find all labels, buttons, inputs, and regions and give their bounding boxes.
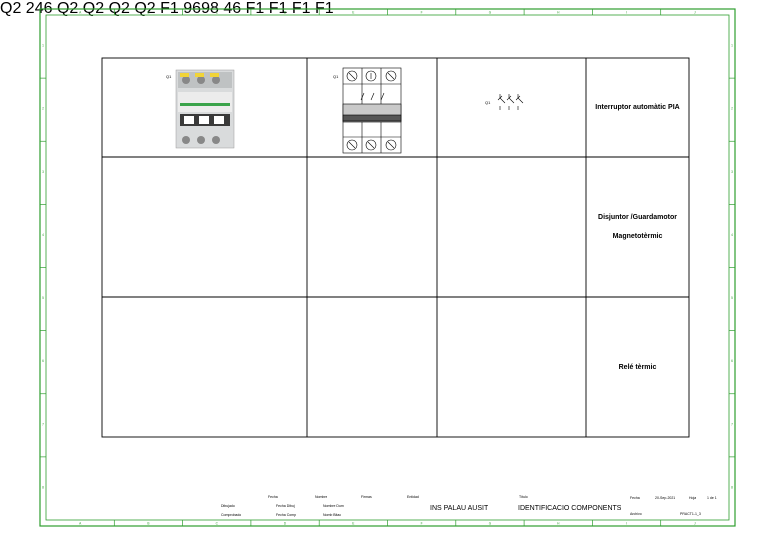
tb-header-fecha: Fecha bbox=[268, 495, 278, 499]
row1-name-cell: Interruptor automàtic PIA bbox=[586, 58, 689, 157]
zone-row-label: 5 bbox=[42, 296, 44, 300]
row1-name: Interruptor automàtic PIA bbox=[595, 104, 680, 111]
zone-row-label: 4 bbox=[731, 233, 733, 237]
zone-row-label: 3 bbox=[731, 170, 733, 174]
zone-row-label: 7 bbox=[42, 422, 44, 426]
tb-entidad: INS PALAU AUSIT bbox=[430, 505, 489, 512]
tb-archivo: PRACT1-1_3 bbox=[680, 512, 701, 516]
component-table bbox=[101, 57, 690, 438]
row2-name-line1: Disjuntor /Guardamotor bbox=[598, 214, 677, 221]
tb-header-nombre: Nombre bbox=[315, 495, 328, 499]
motor-breaker-photo-tag: Q2 bbox=[0, 0, 22, 17]
row3-name: Relé tèrmic bbox=[618, 363, 657, 371]
zone-column-label: G bbox=[489, 11, 492, 15]
zone-column-label: F bbox=[421, 522, 423, 526]
thermal-relay-symbol: F1 F1 F1 bbox=[268, 0, 334, 17]
tb-comprobado-label: Comprobado bbox=[221, 513, 242, 517]
tb-titulo: IDENTIFICACIÓ COMPONENTS bbox=[518, 505, 622, 512]
tb-header-titulo: Título bbox=[519, 495, 528, 499]
zone-row-label: 2 bbox=[42, 107, 44, 111]
pia-wiring-tag: Q1 bbox=[333, 74, 339, 79]
zone-letters: A A B B C C D D E E F F G G H H I I J J 1 1 2 2 3 3 4 4 5 5 6 6 7 7 8 8 bbox=[42, 11, 733, 526]
tb-fecha-label: Fecha bbox=[630, 496, 640, 500]
zone-column-label: D bbox=[284, 522, 287, 526]
pia-symbol-tag: Q1 bbox=[485, 100, 491, 105]
zone-row-label: 6 bbox=[42, 359, 44, 363]
zone-column-label: A bbox=[79, 522, 82, 526]
tb-dibujado-date: Fecha Dibuj bbox=[276, 504, 295, 508]
zone-column-label: C bbox=[216, 522, 219, 526]
pia-symbol: Q1 bbox=[485, 94, 524, 110]
zone-row-label: 5 bbox=[731, 296, 733, 300]
zone-column-label: B bbox=[147, 11, 149, 15]
zone-column-label: J bbox=[694, 522, 696, 526]
zone-row-label: 3 bbox=[42, 170, 44, 174]
tb-header-firmas: Firmas bbox=[361, 495, 372, 499]
zone-column-label: J bbox=[694, 11, 696, 15]
tb-dibujado-label: Dibujado bbox=[221, 504, 235, 508]
zone-column-label: D bbox=[284, 11, 287, 15]
row2-name-cell: Disjuntor /Guardamotor Magnetotèrmic bbox=[586, 157, 689, 297]
zone-column-label: H bbox=[557, 522, 560, 526]
zone-column-label: C bbox=[216, 11, 219, 15]
zone-column-label: I bbox=[626, 522, 627, 526]
zone-column-label: B bbox=[147, 522, 149, 526]
zone-row-label: 8 bbox=[731, 485, 733, 489]
tb-dibujado-name: Nombre Dum bbox=[323, 504, 344, 508]
zone-column-label: A bbox=[79, 11, 82, 15]
zone-row-label: 1 bbox=[731, 44, 733, 48]
zone-column-label: H bbox=[557, 11, 560, 15]
zone-row-label: 2 bbox=[731, 107, 733, 111]
tb-archivo-label: Archivo bbox=[630, 512, 642, 516]
zone-column-label: G bbox=[489, 522, 492, 526]
tb-hoja: 1 de 1 bbox=[707, 496, 717, 500]
zone-column-label: F bbox=[421, 11, 423, 15]
tb-header-entidad: Entidad bbox=[407, 495, 419, 499]
pia-photo-tag: Q1 bbox=[166, 74, 172, 79]
tb-hoja-label: Hoja bbox=[689, 496, 697, 500]
row2-name-line2: Magnetotèrmic bbox=[612, 233, 663, 240]
tb-fecha: 20-Sep-2021 bbox=[655, 496, 676, 500]
tb-comprobado-date: Fecha Comp bbox=[276, 513, 297, 517]
tb-comprobado-name: Nomb Bitac bbox=[323, 513, 342, 517]
pia-photo: Q1 bbox=[166, 69, 235, 149]
pia-wiring-diagram: Q1 bbox=[333, 67, 402, 154]
row3-name-cell: Relé tèrmic bbox=[586, 297, 689, 437]
zone-ticks bbox=[40, 9, 735, 526]
zone-row-label: 4 bbox=[42, 233, 44, 237]
zone-column-label: E bbox=[352, 11, 354, 15]
zone-row-label: 6 bbox=[731, 359, 733, 363]
zone-column-label: E bbox=[352, 522, 354, 526]
zone-row-label: 8 bbox=[42, 485, 44, 489]
zone-row-label: 1 bbox=[42, 44, 44, 48]
zone-column-label: I bbox=[626, 11, 627, 15]
zone-row-label: 7 bbox=[731, 422, 733, 426]
